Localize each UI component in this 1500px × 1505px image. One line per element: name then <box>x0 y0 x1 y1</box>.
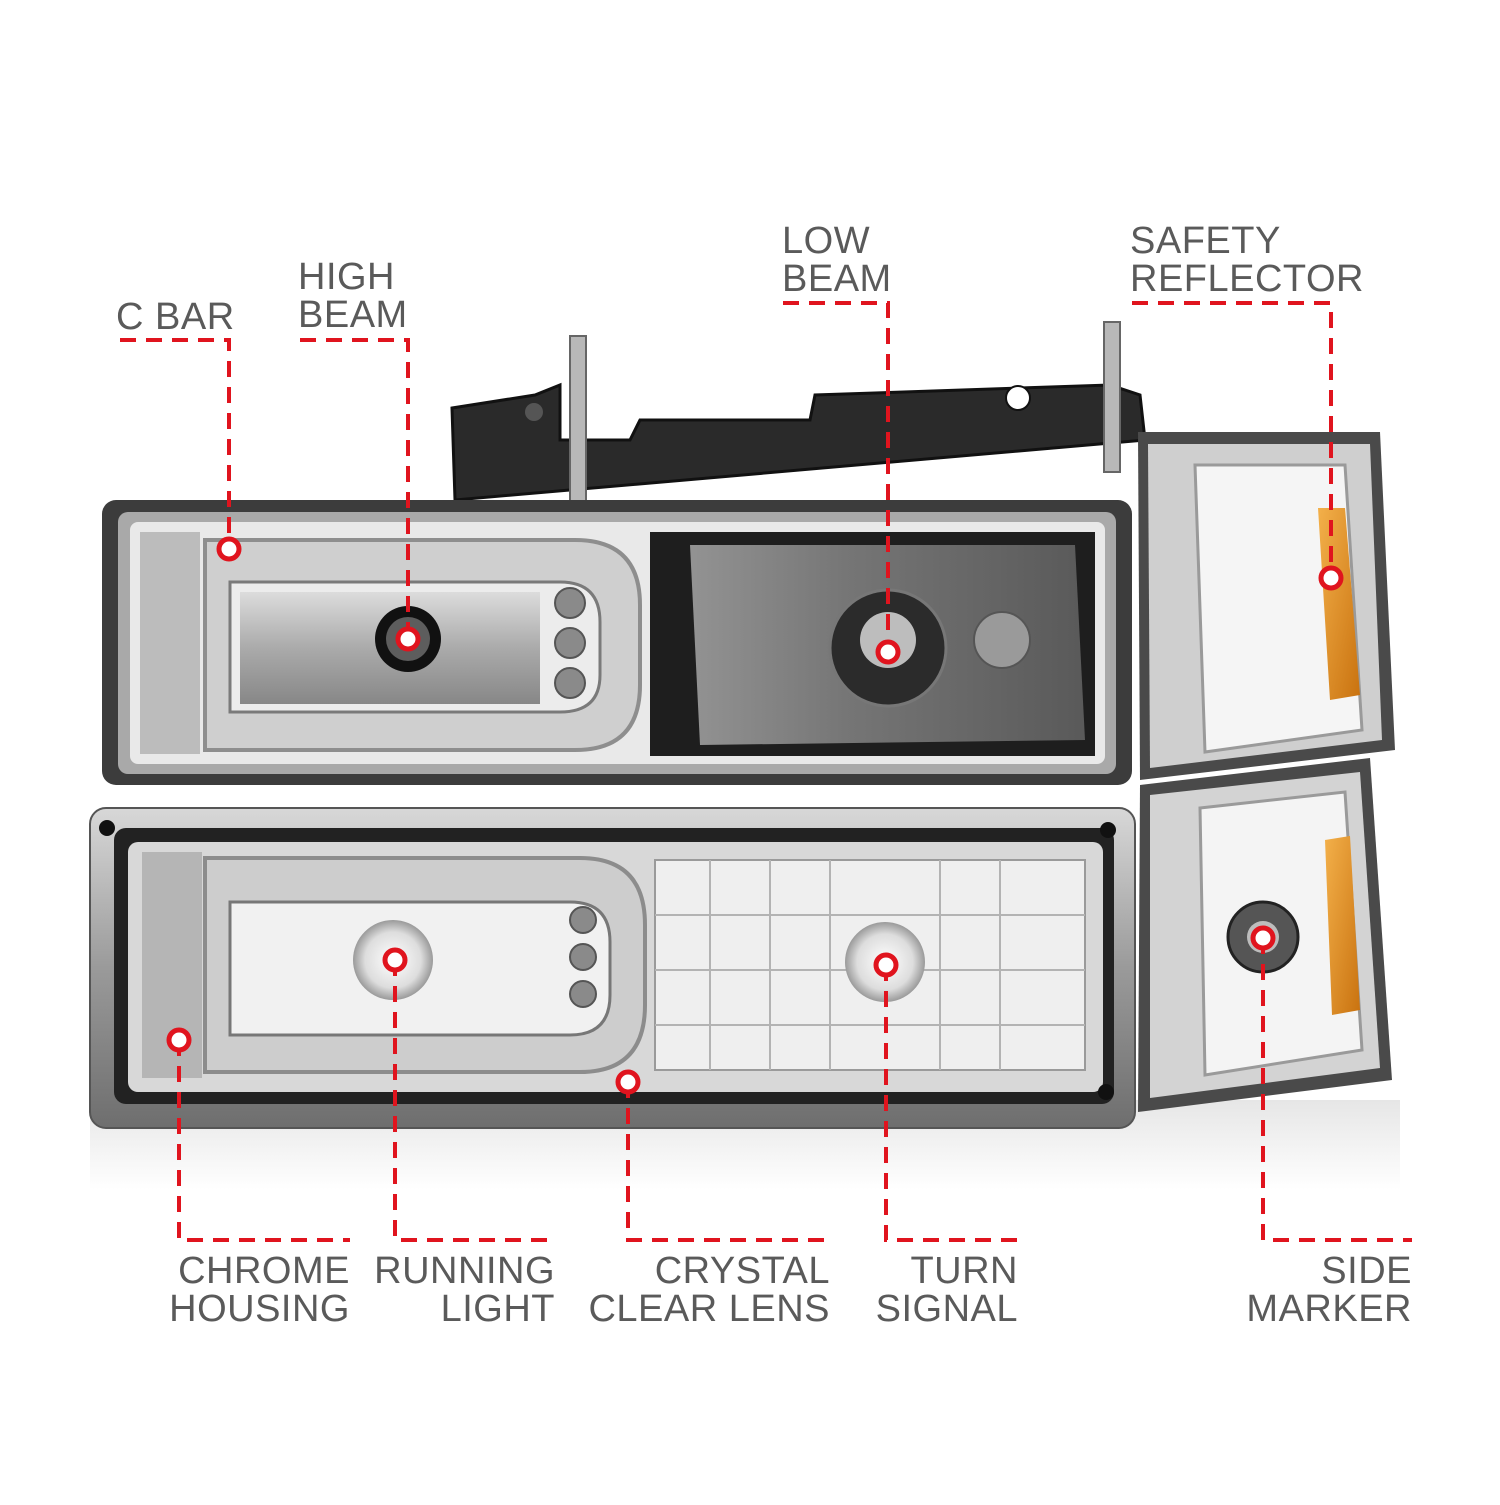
marker-safety-reflector <box>1318 565 1344 591</box>
label-turn-signal-line1: TURN <box>910 1250 1018 1292</box>
label-c-bar: C BAR <box>116 298 235 336</box>
label-chrome-housing-line2: HOUSING <box>169 1288 350 1330</box>
leader-safety-reflector <box>1132 301 1333 578</box>
label-crystal-clear-lens-line2: CLEAR LENS <box>588 1288 830 1330</box>
marker-high-beam <box>395 626 421 652</box>
marker-running-light <box>382 947 408 973</box>
label-turn-signal-line2: SIGNAL <box>875 1288 1018 1330</box>
marker-crystal-clear-lens <box>615 1069 641 1095</box>
label-running-light-line1: RUNNING <box>374 1250 555 1292</box>
label-chrome-housing-line1: CHROME <box>178 1250 350 1292</box>
leader-c-bar <box>120 338 231 549</box>
label-low-beam-line2: BEAM <box>782 258 892 300</box>
marker-turn-signal <box>873 952 899 978</box>
label-low-beam-line1: LOW <box>782 220 871 262</box>
label-turn-signal: TURN SIGNAL <box>876 1252 1018 1328</box>
leader-running-light <box>393 960 555 1242</box>
label-safety-reflector: SAFETY REFLECTOR <box>1130 222 1364 298</box>
leader-crystal-clear-lens <box>626 1082 830 1242</box>
label-side-marker-line2: MARKER <box>1246 1288 1412 1330</box>
label-chrome-housing: CHROME HOUSING <box>169 1252 350 1328</box>
label-crystal-clear-lens: CRYSTAL CLEAR LENS <box>588 1252 830 1328</box>
leader-chrome-housing <box>177 1040 350 1242</box>
label-high-beam-line1: HIGH <box>298 256 395 298</box>
marker-c-bar <box>216 536 242 562</box>
headlight <box>102 500 1132 785</box>
leader-low-beam <box>783 301 890 652</box>
label-side-marker: SIDE MARKER <box>1246 1252 1412 1328</box>
mounting-bracket <box>450 321 1147 507</box>
label-crystal-clear-lens-line1: CRYSTAL <box>654 1250 830 1292</box>
label-side-marker-line1: SIDE <box>1321 1250 1412 1292</box>
label-running-light: RUNNING LIGHT <box>374 1252 555 1328</box>
label-high-beam-line2: BEAM <box>298 294 408 336</box>
label-running-light-line2: LIGHT <box>440 1288 555 1330</box>
label-safety-reflector-line1: SAFETY <box>1130 220 1281 262</box>
marker-side-marker <box>1250 925 1276 951</box>
callout-markers <box>166 536 1344 1095</box>
leader-turn-signal <box>884 965 1018 1242</box>
label-low-beam: LOW BEAM <box>782 222 892 298</box>
upper-corner-light <box>1138 432 1395 780</box>
callout-lines <box>120 301 1412 1242</box>
label-c-bar-line1: C BAR <box>116 296 235 338</box>
bumper-light <box>89 807 1136 1129</box>
marker-low-beam <box>875 639 901 665</box>
marker-chrome-housing <box>166 1027 192 1053</box>
leader-side-marker <box>1261 938 1412 1242</box>
label-safety-reflector-line2: REFLECTOR <box>1130 258 1364 300</box>
leader-high-beam <box>300 338 410 639</box>
label-high-beam: HIGH BEAM <box>298 258 408 334</box>
